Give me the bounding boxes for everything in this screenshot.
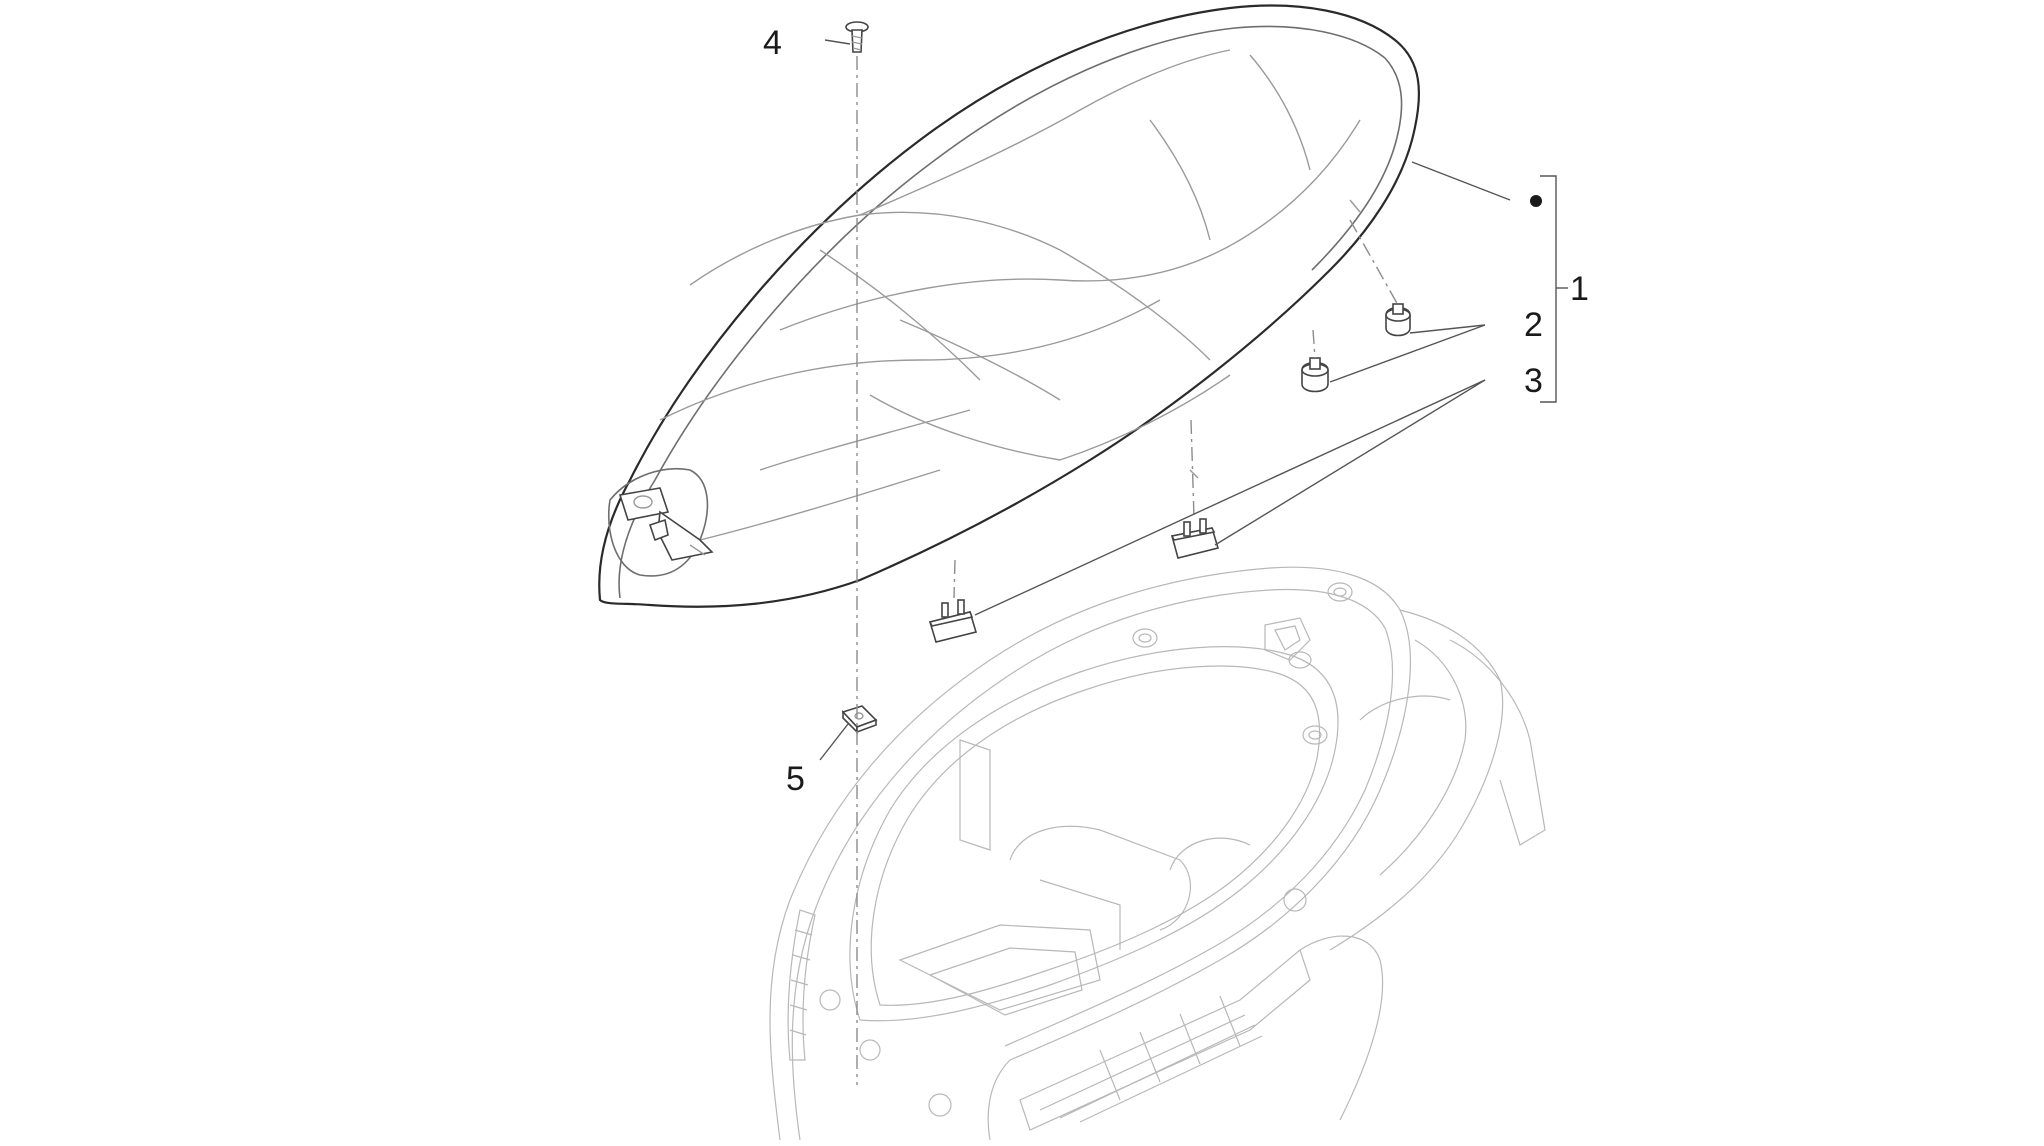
assembly-axes [856,56,1399,1085]
bumper-upper [1385,303,1411,337]
seat-latch [1264,617,1311,661]
pad-left [928,599,978,643]
saddle [598,4,1421,608]
callout-1: 1 [1570,270,1589,308]
bumper-lower [1301,357,1329,393]
mount-hole-left [1132,628,1158,648]
clip-nut [841,705,878,734]
callout-5: 5 [786,760,805,798]
mount-hole-lower [1302,725,1328,745]
pad-right [1170,518,1220,559]
callout-4: 4 [763,24,782,62]
mount-hole-right [1327,582,1353,602]
scooter-body [769,566,1546,1141]
leader-lines [819,39,1568,761]
screw [845,21,869,53]
mount-hole-mid [1288,651,1312,669]
callout-2: 2 [1524,306,1543,344]
callout-3: 3 [1524,362,1543,400]
body-grille-right [1019,948,1311,1131]
body-grille-left [787,909,816,1061]
callout-dot [1530,195,1542,207]
seat-lock-bracket [618,487,714,561]
